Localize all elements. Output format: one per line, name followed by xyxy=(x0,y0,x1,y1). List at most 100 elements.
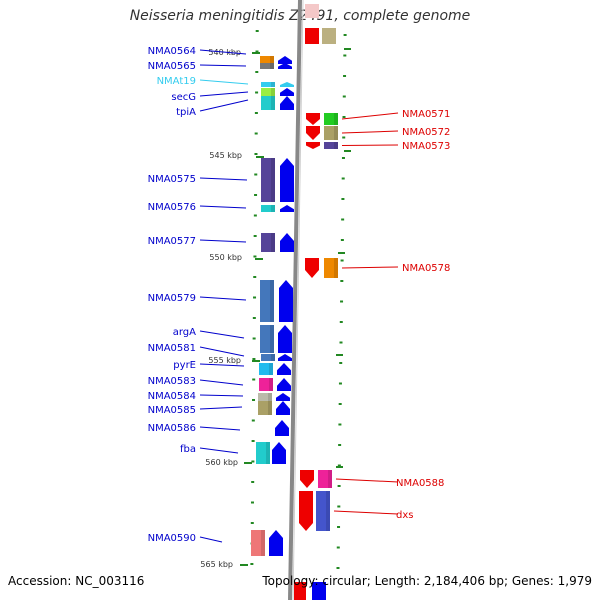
kbp-axis: 540 kbp 545 kbp 550 kbp 555 kbp 560 kbp … xyxy=(200,48,242,569)
cog-block-nma0571 xyxy=(324,113,338,125)
cog-block-nma0576 xyxy=(261,205,275,212)
cog-block-shade xyxy=(326,491,330,531)
tick-mark-major xyxy=(336,354,343,356)
gene-label-nma0565[interactable]: NMA0565 xyxy=(148,61,196,72)
kbp-label-565: 565 kbp xyxy=(200,560,233,569)
cog-block-nma0588 xyxy=(318,470,332,488)
cog-block-nma0565 xyxy=(260,63,274,69)
cog-block-shade xyxy=(266,442,270,464)
cog-block-nma0577 xyxy=(261,233,275,252)
label-connector-line xyxy=(199,330,245,339)
gene-label-nma0590[interactable]: NMA0590 xyxy=(148,533,196,544)
cog-block-shade xyxy=(271,88,275,96)
gene-label-dxs[interactable]: dxs xyxy=(396,510,413,521)
gene-label-nma0586[interactable]: NMA0586 xyxy=(148,423,196,434)
tick-mark-left xyxy=(251,481,255,483)
label-connector-line xyxy=(199,99,249,112)
gene-label-arga[interactable]: argA xyxy=(173,327,196,338)
tick-mark-major xyxy=(252,52,260,54)
label-connector-line xyxy=(199,363,245,367)
tick-mark-right xyxy=(337,485,341,487)
strand-arrow-nma0585 xyxy=(276,401,290,415)
kbp-label-545: 545 kbp xyxy=(209,151,242,160)
tick-mark-left xyxy=(252,337,256,340)
strand-arrow-nma0576 xyxy=(280,205,294,212)
gene-block-bottom-red xyxy=(294,582,306,600)
cog-block-shade xyxy=(270,325,274,353)
gene-label-nma0577[interactable]: NMA0577 xyxy=(148,236,196,247)
gene-label-nma0583[interactable]: NMA0583 xyxy=(148,376,196,387)
strand-arrow-nma0583 xyxy=(277,378,291,391)
cog-block-shade xyxy=(271,96,275,110)
gene-label-nma0588[interactable]: NMA0588 xyxy=(396,478,444,489)
strand-arrow-tpia xyxy=(280,96,294,110)
tick-mark-left xyxy=(254,153,258,155)
gene-label-nmat19[interactable]: NMAt19 xyxy=(157,76,196,87)
gene-label-nma0575[interactable]: NMA0575 xyxy=(148,174,196,185)
gene-label-nma0579[interactable]: NMA0579 xyxy=(148,293,196,304)
cog-block-shade xyxy=(271,158,275,202)
gene-label-nma0572[interactable]: NMA0572 xyxy=(402,127,450,138)
label-connector-line xyxy=(199,536,223,543)
tick-mark-left xyxy=(253,276,257,278)
tick-mark-right xyxy=(340,259,344,262)
kbp-label-555: 555 kbp xyxy=(208,356,241,365)
tick-mark-right xyxy=(338,403,342,405)
cog-block-nma0583 xyxy=(259,378,273,391)
gene-label-nma0564[interactable]: NMA0564 xyxy=(148,46,196,57)
tick-mark-left xyxy=(250,501,254,504)
tick-mark-right xyxy=(341,177,345,180)
tick-mark-right xyxy=(341,198,345,200)
tick-mark-right xyxy=(339,341,343,344)
strand-arrow-nma0586 xyxy=(275,420,289,436)
label-connector-line xyxy=(199,64,247,67)
tick-mark-right xyxy=(340,239,344,241)
label-connector-line xyxy=(199,79,249,85)
gene-label-pyre[interactable]: pyrE xyxy=(173,360,196,371)
tick-mark-left xyxy=(252,317,256,319)
accession-text: Accession: NC_003116 xyxy=(8,574,145,588)
backbone-inner-line xyxy=(292,0,304,600)
label-connector-line xyxy=(341,266,399,269)
gene-label-nma0578[interactable]: NMA0578 xyxy=(402,263,450,274)
strand-arrow-secg xyxy=(280,88,294,96)
tick-mark-right xyxy=(339,321,343,323)
gene-label-tpia[interactable]: tpiA xyxy=(176,107,196,118)
gene-label-secg[interactable]: secG xyxy=(171,92,196,103)
strand-arrow-fba xyxy=(272,442,286,464)
tick-mark-left xyxy=(251,440,255,442)
tick-mark-right xyxy=(343,34,347,36)
gene-label-nma0576[interactable]: NMA0576 xyxy=(148,202,196,213)
tick-marks xyxy=(240,30,351,569)
tick-mark-right xyxy=(342,95,346,98)
tick-mark-right xyxy=(341,157,345,159)
cog-block-shade xyxy=(271,82,275,87)
gene-block-top-red xyxy=(305,28,319,44)
label-connector-line xyxy=(341,112,399,120)
gene-label-fba[interactable]: fba xyxy=(180,444,196,455)
cog-block-nmat19 xyxy=(261,82,275,87)
strand-arrow-pyre xyxy=(277,363,291,375)
tick-mark-left xyxy=(255,71,259,73)
gene-label-nma0571[interactable]: NMA0571 xyxy=(402,109,450,120)
cog-block-shade xyxy=(270,63,274,69)
left-gene-blocks xyxy=(251,56,294,556)
label-connector-line xyxy=(199,177,248,181)
cog-block-nma0578 xyxy=(324,258,338,278)
cog-block-shade xyxy=(261,530,265,556)
tick-mark-left xyxy=(253,235,257,237)
gene-label-nma0584[interactable]: NMA0584 xyxy=(148,391,196,402)
right-gene-blocks xyxy=(299,113,338,531)
tick-mark-right xyxy=(337,505,341,508)
label-connector-line xyxy=(341,130,399,134)
gene-label-nma0573[interactable]: NMA0573 xyxy=(402,141,450,152)
cog-block-secg xyxy=(261,88,275,96)
tick-mark-right xyxy=(336,546,340,549)
cog-block-nma0579 xyxy=(260,280,274,322)
gene-label-nma0581[interactable]: NMA0581 xyxy=(148,343,196,354)
tick-mark-left xyxy=(254,173,258,176)
strand-arrow-nma0590 xyxy=(269,530,283,556)
tick-mark-left xyxy=(253,296,257,299)
gene-label-nma0585[interactable]: NMA0585 xyxy=(148,405,196,416)
